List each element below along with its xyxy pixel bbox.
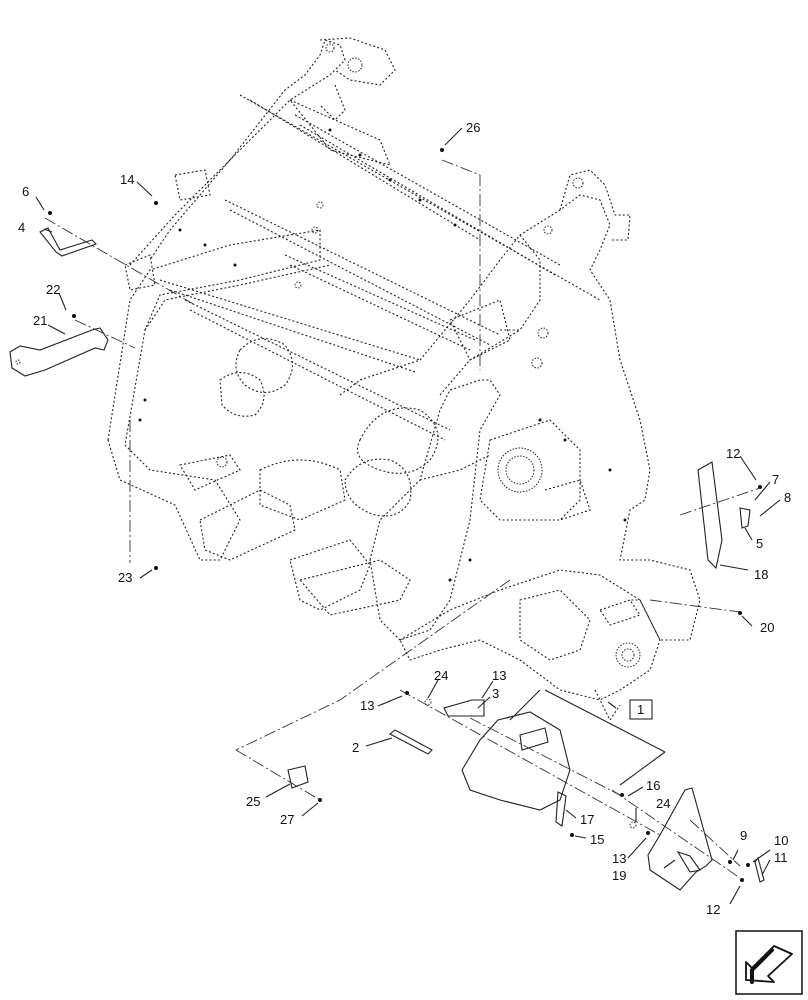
part-13-bolt-b xyxy=(646,831,650,835)
callout-12-lower: 12 xyxy=(706,902,720,917)
callout-15: 15 xyxy=(590,832,604,847)
callout-20: 20 xyxy=(760,620,774,635)
callout-24-b: 24 xyxy=(656,796,670,811)
callout-27: 27 xyxy=(280,812,294,827)
part-4-bracket xyxy=(39,227,98,257)
callout-3: 3 xyxy=(492,686,499,701)
callout-23: 23 xyxy=(118,570,132,585)
part-5-clip xyxy=(739,507,751,529)
baler-frame-assembly xyxy=(107,37,701,722)
callout-25: 25 xyxy=(246,794,260,809)
callout-13-c: 13 xyxy=(612,851,626,866)
callout-14: 14 xyxy=(120,172,134,187)
center-lines xyxy=(44,159,761,879)
callout-4: 4 xyxy=(18,220,25,235)
callout-labels: 6 4 22 21 14 26 23 12 7 8 5 18 20 24 13 … xyxy=(18,120,791,917)
callout-13-a: 13 xyxy=(492,668,506,683)
callout-22: 22 xyxy=(46,282,60,297)
part-22-bolt xyxy=(72,314,76,318)
callout-leaders xyxy=(35,127,781,905)
callout-1-box xyxy=(629,699,653,720)
part-19-side-shield xyxy=(647,787,713,891)
part-9-nut xyxy=(728,860,732,864)
callout-16: 16 xyxy=(646,778,660,793)
part-1-shield xyxy=(461,711,571,811)
callout-7: 7 xyxy=(772,472,779,487)
part-21-support-arm xyxy=(9,327,109,377)
part-24-washer-a xyxy=(424,698,432,706)
part-3-bracket xyxy=(443,699,485,717)
callout-17: 17 xyxy=(580,812,594,827)
callout-11: 11 xyxy=(774,850,788,865)
part-26-bolt xyxy=(440,148,444,152)
part-10-washer xyxy=(746,863,750,867)
part-18-guard-plate xyxy=(697,461,723,570)
callout-5: 5 xyxy=(756,536,763,551)
part-12-bolt-lower xyxy=(740,878,744,882)
callout-21: 21 xyxy=(33,313,47,328)
part-14-bolt xyxy=(154,201,158,205)
part-24-washer-b xyxy=(629,821,637,829)
callout-12-upper: 12 xyxy=(726,446,740,461)
callout-2: 2 xyxy=(352,740,359,755)
callout-19: 19 xyxy=(612,868,626,883)
callout-1: 1 xyxy=(637,702,644,717)
callout-9: 9 xyxy=(740,828,747,843)
callout-26: 26 xyxy=(466,120,480,135)
arrow-down-left-icon[interactable] xyxy=(735,930,803,995)
callout-8: 8 xyxy=(784,490,791,505)
callout-13-b: 13 xyxy=(360,698,374,713)
part-11-bolt xyxy=(754,856,765,883)
callout-6: 6 xyxy=(22,184,29,199)
part-2-pin xyxy=(389,729,433,755)
callout-18: 18 xyxy=(754,567,768,582)
part-6-bolt xyxy=(48,211,52,215)
part-15-bolt xyxy=(570,833,574,837)
part-17-decal xyxy=(555,791,567,827)
part-23-bolt xyxy=(154,566,158,570)
part-25-plate xyxy=(287,765,309,789)
part-27-bolt xyxy=(318,798,322,802)
callout-24-a: 24 xyxy=(434,668,448,683)
callout-10: 10 xyxy=(774,833,788,848)
